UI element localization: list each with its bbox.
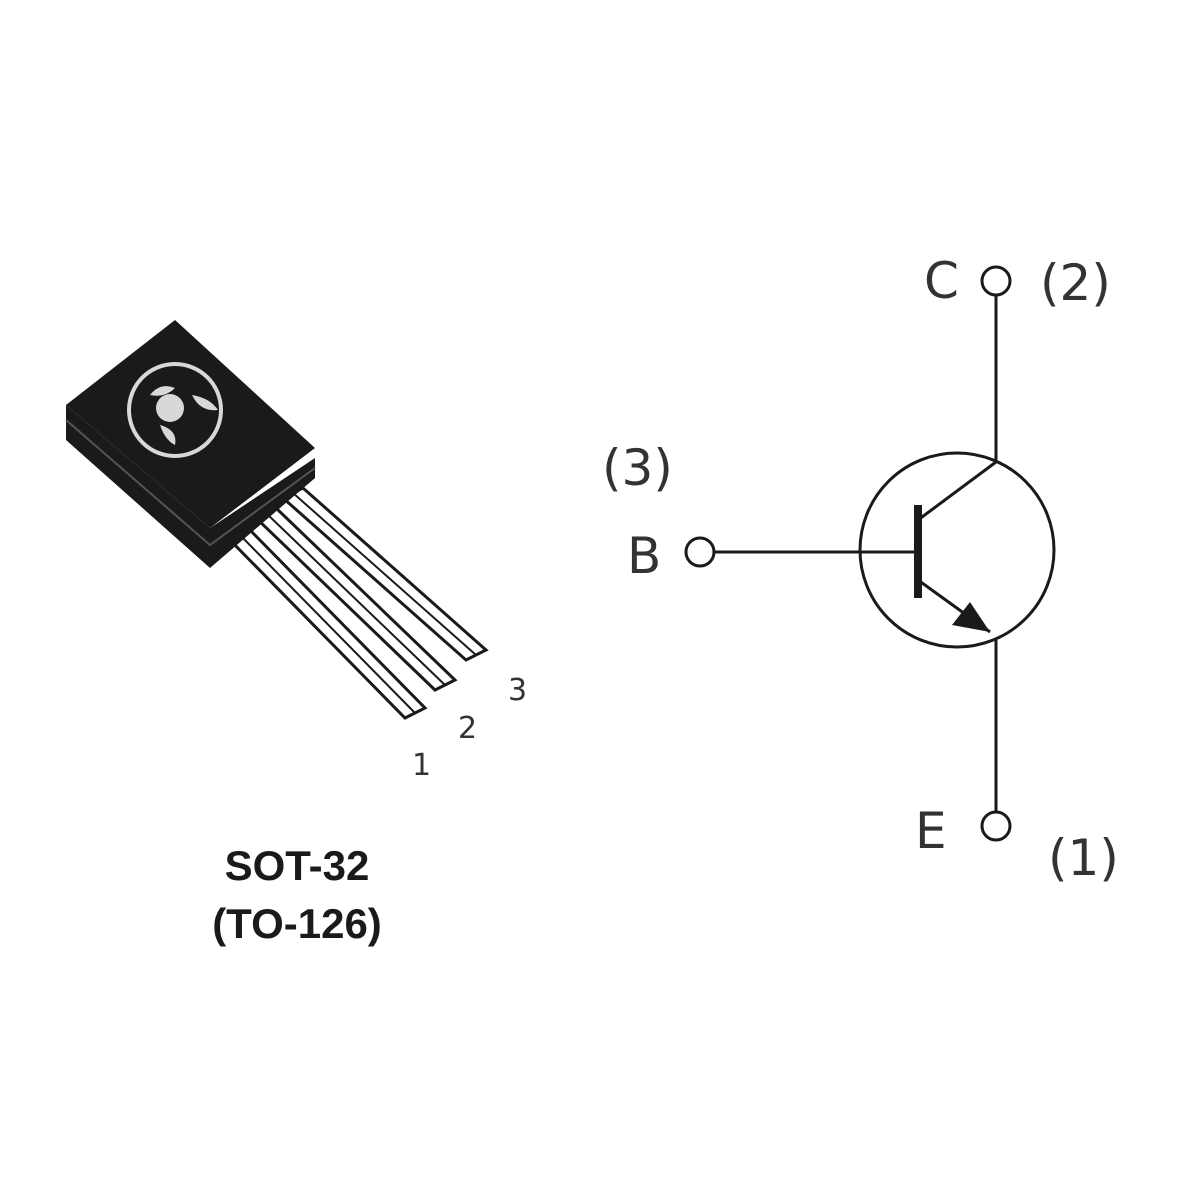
collector-diagonal: [917, 460, 997, 522]
base-letter: B: [627, 527, 661, 585]
pin-number-2: 2: [458, 711, 477, 746]
package-leads: [225, 486, 489, 720]
pin-number-3: 3: [508, 673, 527, 708]
collector-letter: C: [924, 252, 959, 310]
lead-shading: [237, 492, 477, 714]
npn-transistor-symbol: [684, 265, 1056, 842]
collector-pin-label: (2): [1040, 254, 1111, 312]
package-illustration: 1 2 3: [65, 320, 527, 783]
package-alt-name: (TO-126): [212, 900, 382, 947]
collector-terminal: [980, 265, 1012, 297]
emitter-arrow-icon: [952, 602, 990, 632]
emitter-letter: E: [915, 802, 947, 860]
emitter-pin-label: (1): [1048, 829, 1119, 887]
package-body-top: [66, 320, 315, 528]
package-body-side: [66, 405, 315, 568]
emitter-terminal: [980, 810, 1012, 842]
mounting-hole-icon: [127, 362, 223, 458]
base-terminal: [684, 536, 716, 568]
package-name: SOT-32: [224, 842, 370, 889]
transistor-envelope: [858, 451, 1056, 649]
base-pin-label: (3): [602, 439, 673, 497]
pin-number-1: 1: [412, 748, 431, 783]
